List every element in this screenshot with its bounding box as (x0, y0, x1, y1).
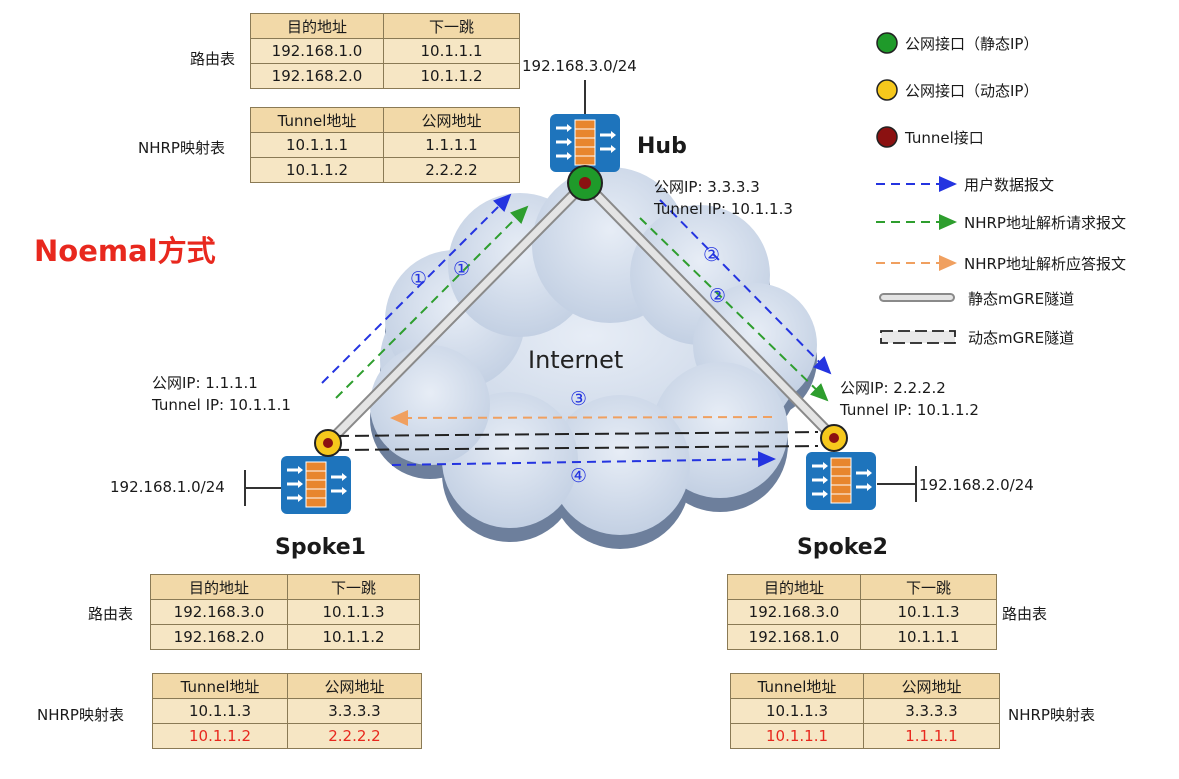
spoke2-subnet: 192.168.2.0/24 (919, 476, 1034, 494)
spoke1-nhrp-caption: NHRP映射表 (37, 706, 124, 724)
table-header: Tunnel地址 (152, 673, 288, 699)
table-header: 公网地址 (863, 673, 1000, 699)
table-header: 目的地址 (727, 574, 861, 600)
table-header: 公网地址 (383, 107, 520, 133)
spoke2-public-ip: 公网IP: 2.2.2.2 (840, 379, 946, 397)
legend-icons (876, 32, 957, 344)
green-dot-icon (876, 32, 898, 54)
legend-label: 动态mGRE隧道 (968, 329, 1075, 347)
spoke2-route-caption: 路由表 (1002, 605, 1048, 623)
table-header: 下一跳 (383, 13, 520, 39)
spoke1-name: Spoke1 (275, 535, 366, 560)
arrow-nhrp-reply-spoke2-to-spoke1 (390, 409, 773, 426)
hub-static-interface-icon (567, 165, 603, 201)
legend-label: 公网接口（静态IP） (905, 35, 1039, 53)
arrow-nhrp-request-spoke1-to-hub (335, 205, 529, 399)
hub-route-caption: 路由表 (190, 50, 236, 68)
arrow-nhrp-request-hub-to-spoke2 (639, 217, 829, 402)
subnet-links (244, 80, 917, 506)
hub-tunnel-ip: Tunnel IP: 10.1.1.3 (654, 200, 793, 218)
step-marker: ③ (570, 388, 588, 410)
arrow-user-data-hub-to-spoke2 (659, 199, 832, 375)
static-tunnel-hub-spoke1 (322, 177, 591, 449)
table-header: 公网地址 (287, 673, 422, 699)
spoke2-tunnel-ip: Tunnel IP: 10.1.1.2 (840, 401, 979, 419)
darkred-dot-icon (876, 126, 898, 148)
internet-label: Internet (528, 346, 624, 374)
spoke1-router-icon (281, 456, 351, 514)
legend-label: NHRP地址解析请求报文 (964, 214, 1126, 232)
dynamic-tunnel-spoke1-spoke2 (334, 431, 819, 451)
spoke2-dynamic-interface-icon (820, 424, 848, 452)
legend-label: NHRP地址解析应答报文 (964, 255, 1126, 273)
legend-label: 静态mGRE隧道 (968, 290, 1075, 308)
hub-subnet: 192.168.3.0/24 (522, 57, 637, 75)
arrow-user-data-spoke1-to-spoke2 (391, 451, 776, 468)
step-marker: ① (410, 268, 428, 290)
spoke1-route-caption: 路由表 (88, 605, 134, 623)
hub-public-ip: 公网IP: 3.3.3.3 (654, 178, 760, 196)
table-header: 下一跳 (287, 574, 420, 600)
spoke2-router-icon (806, 452, 876, 510)
step-marker: ④ (570, 465, 588, 487)
static-tunnel-hub-spoke2 (579, 177, 840, 444)
spoke1-public-ip: 公网IP: 1.1.1.1 (152, 374, 258, 392)
step-marker: ② (709, 285, 727, 307)
table-header: 下一跳 (860, 574, 997, 600)
spoke1-subnet: 192.168.1.0/24 (110, 478, 225, 496)
table-header: 目的地址 (150, 574, 288, 600)
yellow-dot-icon (876, 79, 898, 101)
hub-nhrp-caption: NHRP映射表 (138, 139, 225, 157)
step-marker: ① (453, 258, 471, 280)
spoke1-tunnel-ip: Tunnel IP: 10.1.1.1 (152, 396, 291, 414)
table-header: 目的地址 (250, 13, 384, 39)
legend-label: 公网接口（动态IP） (905, 82, 1039, 100)
spoke1-dynamic-interface-icon (314, 429, 342, 457)
hub-name: Hub (637, 134, 687, 159)
static-tunnel-icon (879, 293, 955, 302)
spoke2-name: Spoke2 (797, 535, 888, 560)
diagram-title: Noemal方式 (34, 234, 216, 268)
dynamic-tunnel-icon (880, 330, 956, 344)
legend-label: 用户数据报文 (964, 176, 1055, 194)
spoke2-nhrp-caption: NHRP映射表 (1008, 706, 1095, 724)
table-header: Tunnel地址 (730, 673, 864, 699)
step-marker: ② (703, 244, 721, 266)
legend-label: Tunnel接口 (905, 129, 984, 147)
hub-router-icon (550, 114, 620, 172)
table-header: Tunnel地址 (250, 107, 384, 133)
